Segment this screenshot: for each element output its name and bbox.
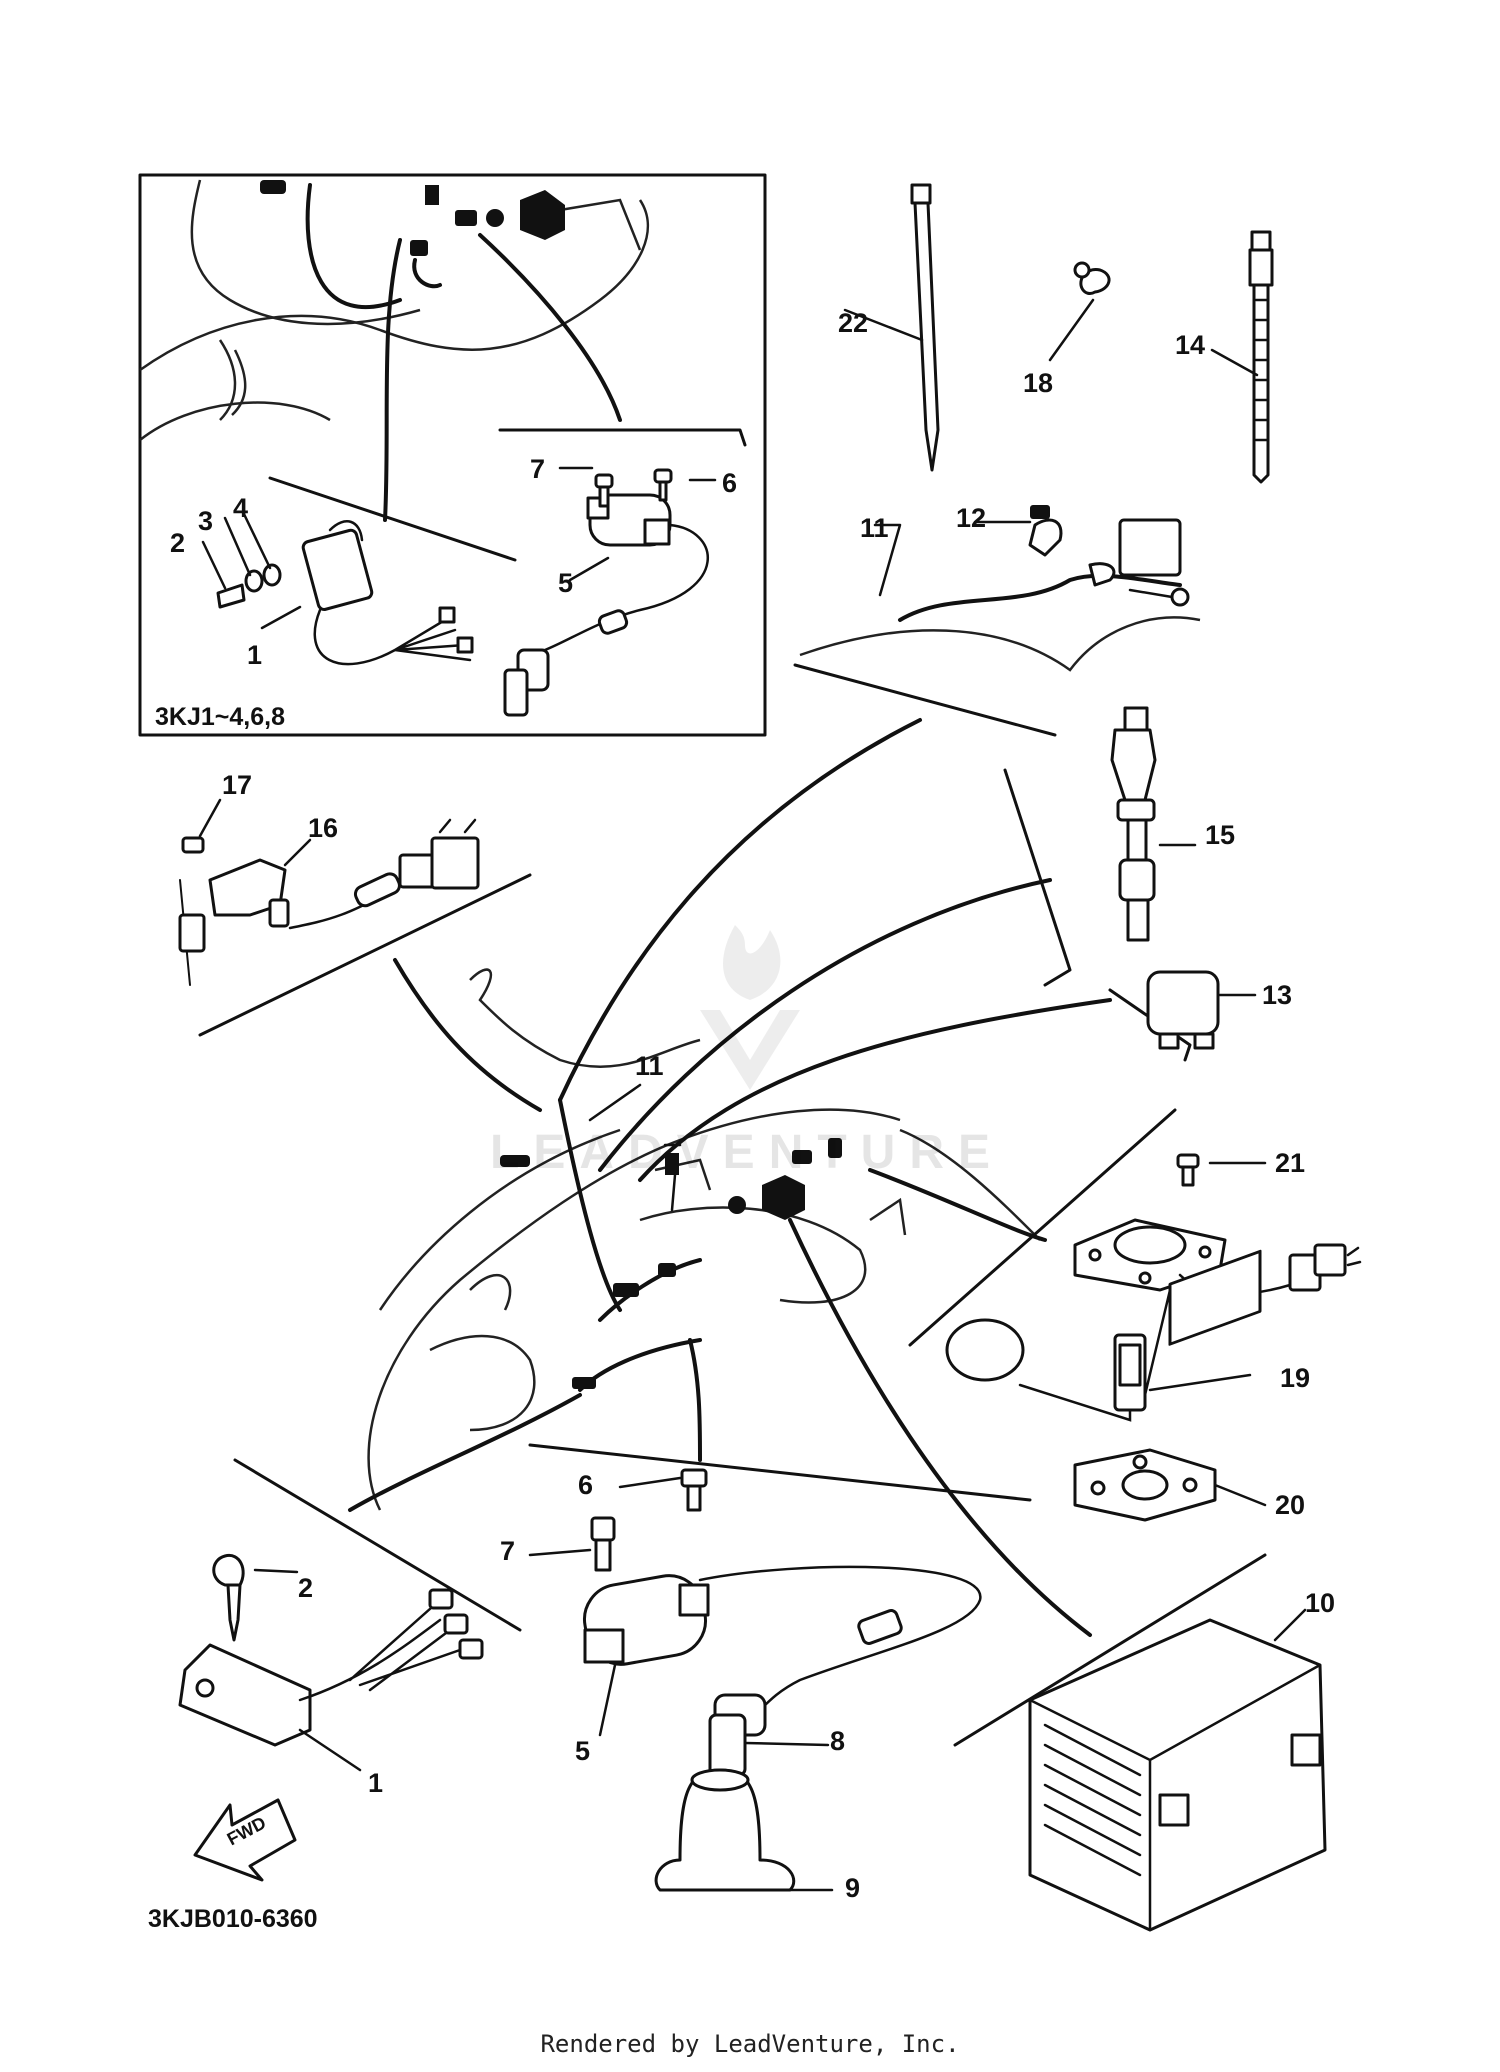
callout-18: 18	[1023, 368, 1054, 398]
fwd-arrow-icon	[193, 1798, 297, 1882]
ignition-coil-area	[528, 1443, 1032, 1892]
callout-4-inset: 4	[233, 493, 249, 523]
callout-9: 9	[845, 1873, 861, 1903]
callout-5-bottom: 5	[575, 1736, 591, 1766]
callout-10: 10	[1305, 1588, 1336, 1618]
cable-ties	[843, 183, 1274, 484]
battery-area	[953, 1249, 1327, 1932]
callout-6-inset: 6	[722, 468, 738, 498]
callout-2-bottom: 2	[298, 1573, 314, 1603]
callout-3-inset: 3	[198, 506, 214, 536]
callout-20: 20	[1275, 1490, 1306, 1520]
callout-5-inset: 5	[558, 568, 574, 598]
callout-8: 8	[830, 1726, 846, 1756]
callout-19: 19	[1280, 1363, 1311, 1393]
fuel-sender-area	[908, 1108, 1362, 1522]
callout-1-inset: 1	[247, 640, 263, 670]
callout-6-bottom: 6	[578, 1470, 594, 1500]
inset-panel	[138, 173, 767, 737]
callout-22: 22	[838, 308, 869, 338]
footer-credit: Rendered by LeadVenture, Inc.	[540, 2030, 960, 2058]
callout-7-inset: 7	[530, 454, 546, 484]
callout-17: 17	[222, 770, 253, 800]
callout-16: 16	[308, 813, 339, 843]
callout-7-bottom: 7	[500, 1536, 516, 1566]
inset-model-code: 3KJ1~4,6,8	[155, 703, 285, 731]
callout-13: 13	[1262, 980, 1293, 1010]
callout-2-inset: 2	[170, 528, 186, 558]
callout-1-bottom: 1	[368, 1768, 384, 1798]
watermark-text: LEADVENTURE	[490, 1126, 1005, 1179]
callout-14: 14	[1175, 330, 1206, 360]
main-harness-top	[793, 505, 1201, 737]
cdi-unit-area	[178, 1458, 522, 1772]
callout-11-center: 11	[635, 1051, 664, 1081]
pickup-coil-area	[178, 798, 542, 1112]
callout-15: 15	[1205, 820, 1236, 850]
callout-11-top: 11	[860, 513, 889, 543]
callout-21: 21	[1275, 1148, 1306, 1178]
callout-12: 12	[956, 503, 987, 533]
diagram-code: 3KJB010-6360	[148, 1905, 318, 1933]
relay-switch-area	[1003, 706, 1257, 1062]
